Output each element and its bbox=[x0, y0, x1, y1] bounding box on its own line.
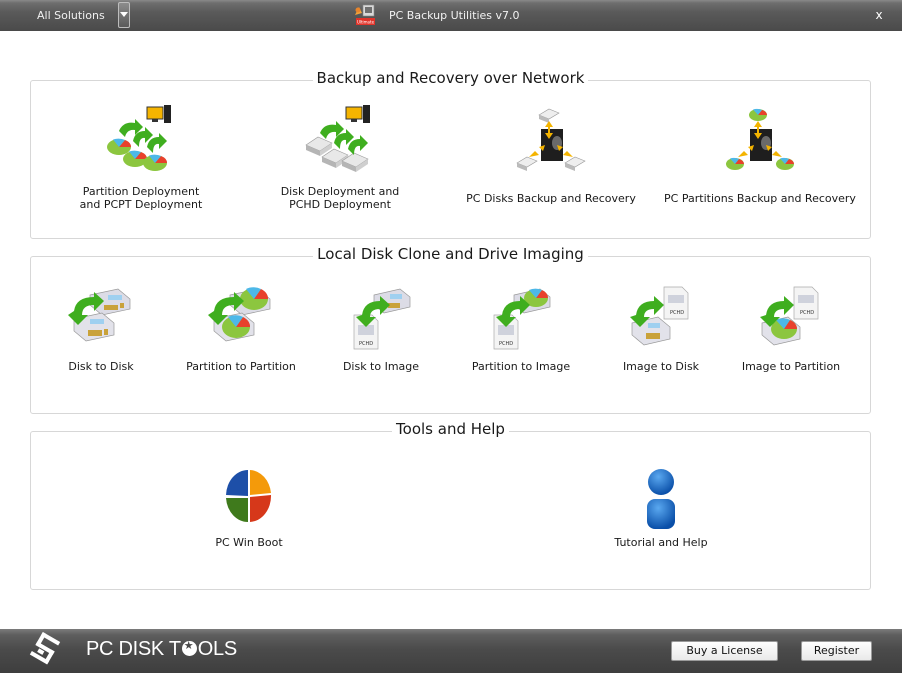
brand-name: PC DISK TOLS bbox=[86, 638, 237, 661]
image-to-partition-icon: PCHD bbox=[760, 286, 819, 346]
svg-text:Ultimate: Ultimate bbox=[357, 20, 375, 25]
tile-disk-to-image[interactable]: PCHD Disk to Image bbox=[331, 285, 431, 385]
tile-label: Disk to Image bbox=[342, 360, 420, 373]
image-to-disk-icon: PCHD bbox=[630, 286, 689, 346]
tile-disk-to-disk[interactable]: Disk to Disk bbox=[51, 285, 151, 385]
tile-label: Disk Deployment and PCHD Deployment bbox=[280, 185, 400, 211]
tile-label: PC Disks Backup and Recovery bbox=[466, 192, 636, 205]
tile-label: Partition to Image bbox=[471, 360, 571, 373]
network-disks-backup-icon bbox=[516, 108, 586, 171]
tile-image-to-disk[interactable]: PCHD Image to Disk bbox=[611, 285, 711, 385]
group-title: Local Disk Clone and Drive Imaging bbox=[313, 245, 588, 263]
tile-label: PC Partitions Backup and Recovery bbox=[664, 192, 856, 205]
tile-label: Image to Disk bbox=[622, 360, 700, 373]
svg-text:PCHD: PCHD bbox=[800, 310, 814, 316]
tile-partition-to-image[interactable]: PCHD Partition to Image bbox=[471, 285, 571, 385]
group-title: Backup and Recovery over Network bbox=[312, 69, 589, 87]
win-boot-icon bbox=[226, 470, 272, 523]
partition-deployment-icon bbox=[107, 105, 171, 171]
svg-text:PCHD: PCHD bbox=[359, 341, 373, 347]
tile-image-to-partition[interactable]: PCHD Image to Partition bbox=[741, 285, 841, 385]
buy-license-button[interactable]: Buy a License bbox=[671, 641, 778, 661]
tile-tutorial-help[interactable]: Tutorial and Help bbox=[611, 468, 711, 558]
svg-text:PCHD: PCHD bbox=[499, 341, 513, 347]
disk-to-disk-icon bbox=[68, 288, 131, 342]
partition-to-partition-icon bbox=[208, 287, 271, 342]
tile-disk-deployment[interactable]: Disk Deployment and PCHD Deployment bbox=[281, 103, 399, 213]
register-button[interactable]: Register bbox=[801, 641, 872, 661]
disk-deployment-icon bbox=[305, 105, 370, 172]
pc-disk-tools-logo-icon bbox=[29, 632, 61, 665]
solutions-dropdown-button[interactable] bbox=[118, 2, 130, 28]
title-bar: All Solutions Ultimate PC Backup Utiliti… bbox=[0, 0, 902, 31]
tile-label: Partition Deployment and PCPT Deployment bbox=[79, 185, 203, 211]
tile-pc-disks-backup-recovery[interactable]: PC Disks Backup and Recovery bbox=[466, 103, 636, 213]
group-network-backup: Backup and Recovery over Network Partiti… bbox=[30, 69, 871, 239]
user-help-icon bbox=[647, 469, 675, 529]
network-partitions-backup-icon bbox=[726, 108, 794, 170]
star-icon bbox=[181, 639, 197, 656]
all-solutions-label[interactable]: All Solutions bbox=[37, 9, 105, 22]
tile-pc-win-boot[interactable]: PC Win Boot bbox=[199, 468, 299, 558]
tile-label: Disk to Disk bbox=[68, 360, 134, 373]
chevron-down-icon bbox=[120, 12, 128, 17]
disk-to-image-icon: PCHD bbox=[353, 288, 411, 350]
tile-pc-partitions-backup-recovery[interactable]: PC Partitions Backup and Recovery bbox=[664, 103, 856, 213]
tile-label: PC Win Boot bbox=[215, 536, 283, 549]
tile-label: Tutorial and Help bbox=[614, 536, 708, 549]
svg-text:PCHD: PCHD bbox=[670, 310, 684, 316]
group-local-clone-imaging: Local Disk Clone and Drive Imaging Disk … bbox=[30, 245, 871, 414]
app-logo-icon: Ultimate bbox=[355, 4, 375, 25]
group-title: Tools and Help bbox=[392, 420, 509, 438]
tile-label: Image to Partition bbox=[741, 360, 841, 373]
tile-partition-to-partition[interactable]: Partition to Partition bbox=[186, 285, 296, 385]
window-title: PC Backup Utilities v7.0 bbox=[389, 9, 520, 22]
group-tools-help: Tools and Help PC Win Boot Tutorial and … bbox=[30, 420, 871, 590]
partition-to-image-icon: PCHD bbox=[493, 288, 551, 350]
footer-bar: PC DISK TOLS Buy a License Register bbox=[0, 629, 902, 673]
tile-label: Partition to Partition bbox=[186, 360, 296, 373]
close-button[interactable]: x bbox=[875, 8, 883, 22]
tile-partition-deployment[interactable]: Partition Deployment and PCPT Deployment bbox=[80, 103, 202, 213]
